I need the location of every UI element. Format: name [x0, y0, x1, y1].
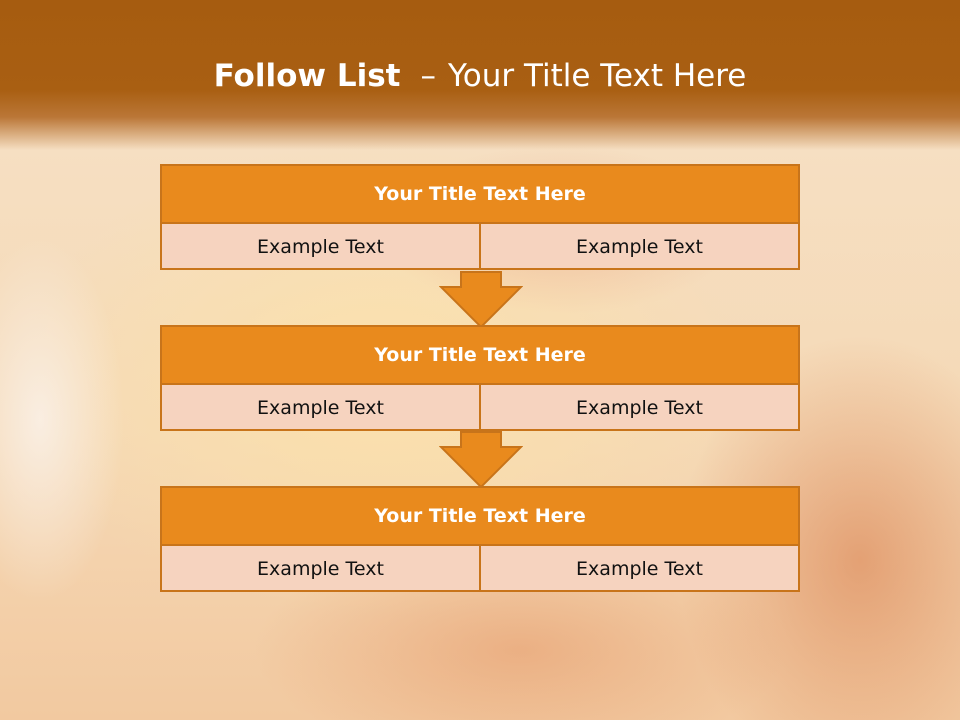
slide-title-bold: Follow List — [213, 58, 401, 94]
down-arrow-icon — [439, 431, 523, 489]
step-left-text: Example Text — [257, 236, 384, 258]
down-arrow-icon — [439, 271, 523, 329]
step-title: Your Title Text Here — [162, 166, 798, 224]
slide-title-dash: – — [420, 58, 436, 94]
step-right-text: Example Text — [479, 224, 798, 270]
header-band — [0, 0, 960, 150]
step-block-3: Your Title Text Here Example Text Exampl… — [160, 486, 800, 592]
step-right-text: Example Text — [479, 546, 798, 592]
step-title: Your Title Text Here — [162, 488, 798, 546]
step-left-text: Example Text — [257, 397, 384, 419]
slide-title-text: Your Title Text Here — [447, 58, 747, 94]
step-block-2: Your Title Text Here Example Text Exampl… — [160, 325, 800, 431]
step-title: Your Title Text Here — [162, 327, 798, 385]
step-left-text: Example Text — [257, 558, 384, 580]
step-block-1: Your Title Text Here Example Text Exampl… — [160, 164, 800, 270]
step-right-text: Example Text — [479, 385, 798, 431]
slide-title: Follow List – Your Title Text Here — [0, 52, 960, 100]
